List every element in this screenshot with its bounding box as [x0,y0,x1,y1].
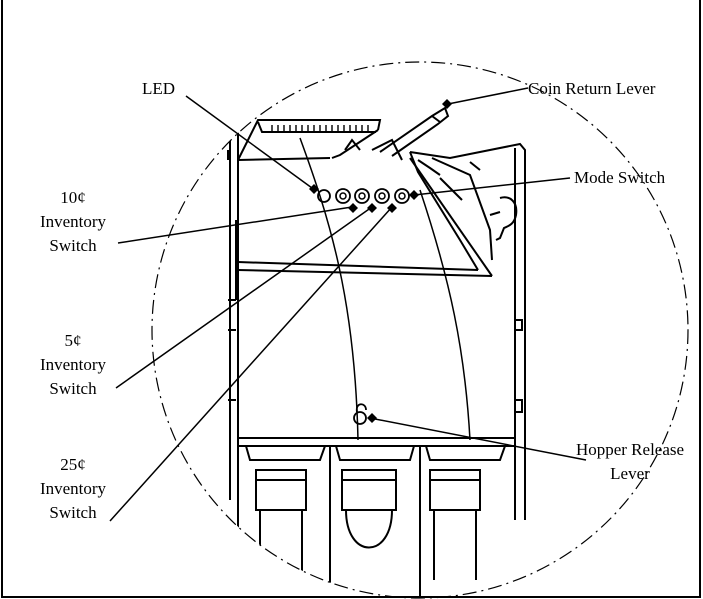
label-5-cent-line1: 5¢ [65,331,82,350]
switch-10-cent[interactable] [335,188,351,204]
label-10-cent-line1: 10¢ [60,188,86,207]
switch-5-cent[interactable] [354,188,370,204]
label-5-cent-line2: Inventory [40,355,107,374]
leader-lines [109,87,587,522]
diamond-pointer-icon [309,99,452,423]
led-indicator-icon [317,189,331,203]
mode-switch-button[interactable] [394,188,410,204]
hopper-release-knob-icon[interactable] [353,403,367,425]
label-10-cent-line3: Switch [49,236,97,255]
label-25-cent-line1: 25¢ [60,455,86,474]
switch-25-cent[interactable] [374,188,390,204]
label-25-cent-line2: Inventory [40,479,107,498]
label-hopper-release-line1: Hopper Release [576,440,684,459]
label-25-cent-line3: Switch [49,503,97,522]
label-led: LED [142,79,175,98]
label-5-cent-line3: Switch [49,379,97,398]
label-10-cent-line2: Inventory [40,212,107,231]
label-coin-return-lever: Coin Return Lever [528,79,656,98]
label-mode-switch: Mode Switch [574,168,666,187]
label-hopper-release-line2: Lever [610,464,650,483]
coin-mechanism-illustration [227,106,526,598]
